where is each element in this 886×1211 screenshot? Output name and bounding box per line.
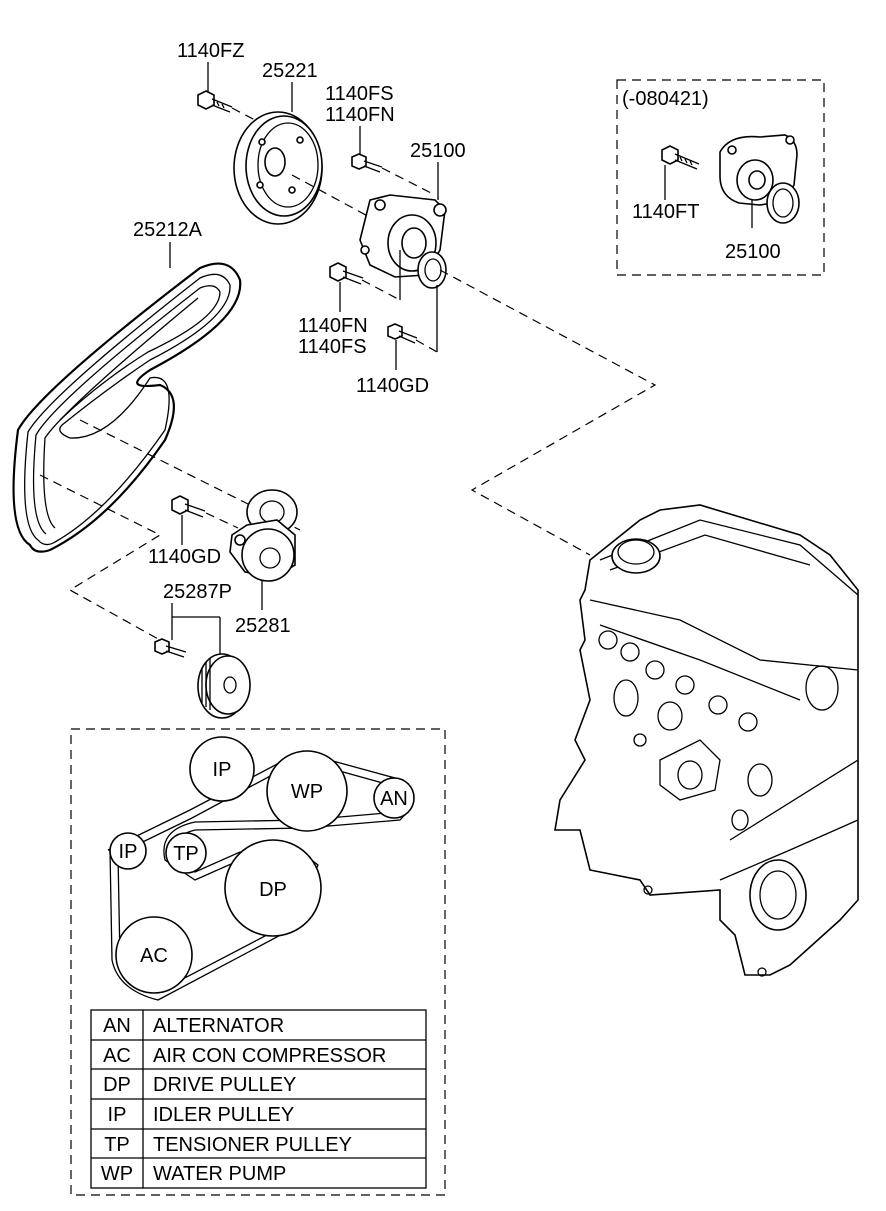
label-1140fs-top: 1140FS xyxy=(325,83,394,105)
legend-code: TP xyxy=(104,1134,130,1156)
label-1140fn-top: 1140FN xyxy=(325,104,395,126)
legend-code: AN xyxy=(103,1015,131,1037)
legend-name: WATER PUMP xyxy=(153,1163,286,1185)
engine-block xyxy=(554,504,859,977)
idler-pulley-25287p xyxy=(197,653,251,719)
inset-date-label: (-080421) xyxy=(622,88,709,110)
pulley-ip-top-label: IP xyxy=(213,759,232,781)
legend-name: TENSIONER PULLEY xyxy=(153,1134,352,1156)
legend-code: DP xyxy=(103,1074,131,1096)
pulley-ac-label: AC xyxy=(140,945,168,967)
pulley-wp-label: WP xyxy=(291,781,323,803)
legend-code: AC xyxy=(103,1045,131,1067)
label-25281: 25281 xyxy=(235,615,291,637)
pulley-dp-label: DP xyxy=(259,879,287,901)
bolt-idler xyxy=(154,638,187,658)
pulley-an-label: AN xyxy=(380,788,408,810)
water-pump-25100 xyxy=(359,194,447,289)
pulley-tp: TP xyxy=(165,832,207,874)
legend-name: IDLER PULLEY xyxy=(153,1104,294,1126)
inset-bolt xyxy=(661,145,700,170)
inset-water-pump xyxy=(719,134,800,224)
pulley-ip-left-label: IP xyxy=(119,841,138,863)
label-25221: 25221 xyxy=(262,60,318,82)
legend-code: IP xyxy=(108,1104,127,1126)
pulley-dp: DP xyxy=(224,839,322,937)
label-25287p: 25287P xyxy=(163,581,232,603)
drive-belt-25212a xyxy=(12,262,242,553)
pulley-an: AN xyxy=(373,777,415,819)
legend-name: ALTERNATOR xyxy=(153,1015,284,1037)
label-1140fn-mid: 1140FN xyxy=(298,315,368,337)
bolt-1140gd-top xyxy=(387,323,418,344)
legend-code: WP xyxy=(101,1163,133,1185)
pulley-ip-top: IP xyxy=(189,736,255,802)
legend-name: DRIVE PULLEY xyxy=(153,1074,296,1096)
pulley-tp-label: TP xyxy=(173,843,199,865)
label-1140fz: 1140FZ xyxy=(177,40,244,62)
bolt-1140fz xyxy=(197,90,233,113)
legend-table: AN ALTERNATOR AC AIR CON COMPRESSOR DP D… xyxy=(90,1009,427,1189)
label-1140gd-top: 1140GD xyxy=(356,375,429,397)
bolt-1140fn-mid xyxy=(329,262,364,285)
legend-name: AIR CON COMPRESSOR xyxy=(153,1045,386,1067)
label-25212a: 25212A xyxy=(133,219,203,241)
label-1140ft: 1140FT xyxy=(632,201,699,223)
label-1140fs-mid: 1140FS xyxy=(298,336,367,358)
tensioner-25281 xyxy=(229,489,298,582)
pulley-wp: WP xyxy=(266,750,348,832)
pulley-ip-left: IP xyxy=(109,832,147,870)
label-1140gd-low: 1140GD xyxy=(148,546,221,568)
pulley-25221 xyxy=(233,111,323,225)
belt-routing-box: IP WP AN IP TP DP AC xyxy=(70,728,446,1196)
pulley-ac: AC xyxy=(115,916,193,994)
label-25100-main: 25100 xyxy=(410,140,466,162)
bolt-1140fs-top xyxy=(351,153,383,173)
bolt-1140gd-low xyxy=(171,495,206,518)
inset-box: (-080421) 1140FT 25100 xyxy=(616,79,825,276)
label-25100-inset: 25100 xyxy=(725,241,781,263)
